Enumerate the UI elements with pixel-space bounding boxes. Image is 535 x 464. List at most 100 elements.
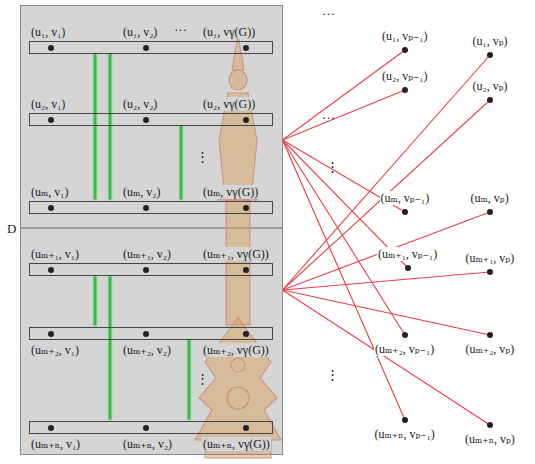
vertex-label: (u₁, vₚ) [472,34,509,48]
vertex-node: (uₘ₊ₙ, vₚ₋₁) [374,417,437,441]
edge-line [283,290,491,425]
vertex-row-box: (uₘ, v₁)(uₘ, v₂)(uₘ, vγ(G)) [29,201,273,214]
vertex-dot [243,117,249,123]
vertex-set-region: D(u₁, v₁)(u₁, v₂)(u₁, vγ(G))(u₂, v₁)(u₂,… [20,5,283,455]
vertex-row-box: (u₁, v₁)(u₁, v₂)(u₁, vγ(G)) [29,41,273,54]
vertex-label: (u₁, vₚ₋₁) [381,29,429,43]
vertex-node: (uₘ₊ₙ, vₚ) [464,422,516,446]
edge-line [283,140,406,335]
vertex-node: (u₁, vₚ₋₁) [381,29,429,53]
edge-line [283,50,406,140]
green-bar [187,339,191,420]
vertex-label: (u₂, vγ(G)) [202,97,256,111]
vertex-dot [48,425,54,431]
vertex-label: (uₘ₊ₙ, vₚ₋₁) [374,427,436,441]
vertex-node: (uₘ, vₚ₋₁) [380,191,431,215]
ornament-part [229,70,247,90]
vertex-row-box: (uₘ₊₁, v₁)(uₘ₊₁, v₂)(uₘ₊₁, vγ(G)) [29,263,273,276]
ellipsis-mark: … [322,4,335,18]
edge-line [283,290,491,335]
vertex-row-box: (u₂, v₁)(u₂, v₂)(u₂, vγ(G)) [29,113,273,126]
vertex-label: (uₘ₊₂, vγ(G)) [202,343,270,357]
vertex-label: (uₘ, v₂) [122,185,162,199]
vertex-label: (uₘ, v₁) [30,185,70,199]
ellipsis-mark: ⋮ [196,372,209,386]
region-fill [20,5,283,455]
vertex-dot [402,209,408,215]
ellipsis-mark: … [174,20,187,34]
edge-line [283,272,491,290]
vertex-label: (uₘ₊₁, v₁) [30,247,80,261]
vertex-label: (uₘ₊ₙ, v₁) [30,437,81,451]
vertex-dot [48,331,54,337]
vertex-node: (uₘ, vₚ) [470,191,511,215]
ellipsis-mark: ⋮ [196,150,209,164]
ellipsis-mark: ⋮ [326,368,339,382]
vertex-dot [402,47,408,53]
vertex-row-box: (uₘ₊₂, v₁)(uₘ₊₂, v₂)(uₘ₊₂, vγ(G)) [29,327,273,340]
vertex-label: (u₁, v₂) [122,25,158,39]
vertex-dot [48,205,54,211]
ornament-part [227,387,249,409]
vertex-dot [143,331,149,337]
vertex-dot [487,52,493,58]
vertex-dot [143,205,149,211]
ellipsis-mark: … [322,108,335,122]
vertex-label: (u₂, vₚ₋₁) [381,69,429,83]
vertex-label: (u₂, v₂) [122,97,158,111]
edge-line [283,140,406,420]
vertex-label: (uₘ, vγ(G)) [202,185,259,199]
green-bar [108,53,112,200]
vertex-dot [143,267,149,273]
vertex-dot [48,267,54,273]
vertex-label: (uₘ₊₂, vₚ) [465,342,516,356]
vertex-label: (uₘ₊₁, vγ(G)) [202,247,270,261]
vertex-dot [402,332,408,338]
vertex-dot [405,265,411,271]
ornament-part [231,358,245,372]
green-bar [108,276,112,420]
vertex-dot [243,45,249,51]
vertex-node: (uₘ₊₁, vₚ₋₁) [377,247,439,271]
vertex-node: (u₁, vₚ) [472,34,509,58]
vertex-label: (u₁, vγ(G)) [202,25,256,39]
vertex-node: (uₘ₊₁, vₚ) [465,251,516,275]
vertex-dot [48,117,54,123]
vertex-label: (u₂, vₚ) [472,79,509,93]
green-bar [179,125,183,200]
vertex-label: (uₘ₊ₙ, v₂) [122,437,173,451]
vertex-label: (uₘ₊₁, v₂) [122,247,172,261]
vertex-dot [243,331,249,337]
edge-line [283,90,406,140]
vertex-dot [402,87,408,93]
vertex-dot [143,425,149,431]
green-bar [93,276,97,326]
vertex-label: (uₘ₊₂, v₂) [122,343,172,357]
green-bars [93,53,191,420]
edge-line [283,212,491,290]
vertex-dot [143,117,149,123]
edge-line [283,55,491,290]
vertex-dot [402,417,408,423]
vertex-label: (uₘ, vₚ) [470,191,510,205]
vertex-dot [487,332,493,338]
vertex-dot [487,422,493,428]
vertex-dot [243,267,249,273]
vertex-node: (uₘ₊₂, vₚ) [465,332,516,356]
edge-line [283,100,491,290]
vertex-dot [243,205,249,211]
ellipsis-mark: ⋮ [326,160,339,174]
vertex-label: (u₂, v₁) [30,97,66,111]
vertex-label: (u₁, v₁) [30,25,66,39]
vertex-dot [487,209,493,215]
vertex-label: (uₘ₊₂, vₚ₋₁) [374,342,435,356]
vertex-label: (uₘ₊ₙ, vₚ) [464,432,516,446]
vertex-label: D [6,222,17,236]
vertex-node: (uₘ₊₂, vₚ₋₁) [374,332,436,356]
green-bar [93,53,97,200]
vertex-dot [243,425,249,431]
vertex-dot [487,269,493,275]
vertex-dot [487,97,493,103]
